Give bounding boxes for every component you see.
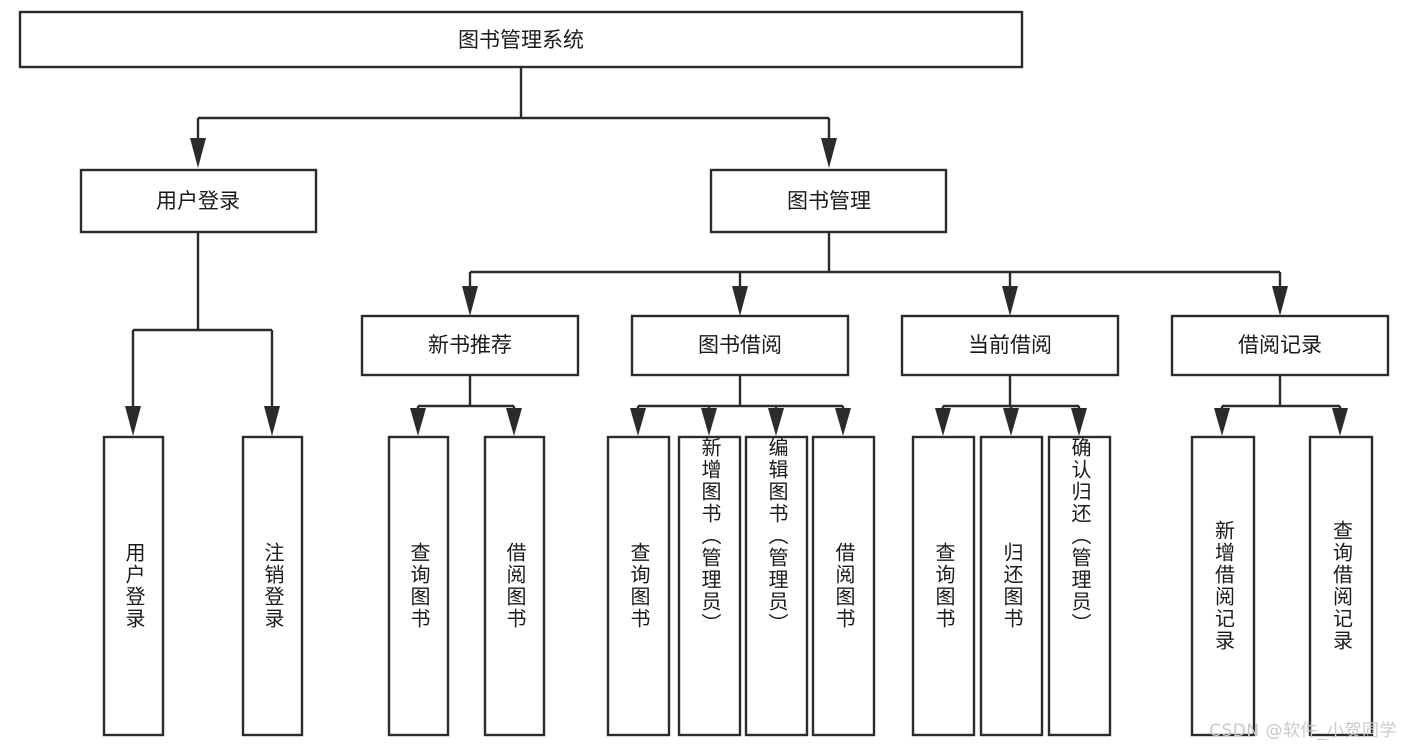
node-borrow-record[interactable]: 借阅记录 xyxy=(1170,314,1390,377)
node-user-login[interactable]: 用户登录 xyxy=(79,168,318,234)
leaf-box[interactable] xyxy=(911,435,976,737)
connector-current-borrow-to-leaves xyxy=(935,375,1087,436)
node-box xyxy=(900,314,1120,377)
node-box xyxy=(79,168,318,234)
leaf-box[interactable] xyxy=(1308,435,1374,737)
node-label: 图书管理 xyxy=(787,189,871,213)
arrow-icon xyxy=(935,408,951,436)
node-new-book-recommend[interactable]: 新书推荐 xyxy=(360,314,580,377)
arrow-icon xyxy=(835,408,851,436)
node-current-borrow[interactable]: 当前借阅 xyxy=(900,314,1120,377)
leaf-box[interactable] xyxy=(1047,435,1112,737)
node-label: 用户登录 xyxy=(156,189,240,213)
arrow-icon xyxy=(506,408,522,436)
node-book-borrow[interactable]: 图书借阅 xyxy=(630,314,850,377)
connector-book-borrow-to-leaves xyxy=(630,375,851,436)
arrow-icon xyxy=(1003,408,1019,436)
arrow-icon xyxy=(125,406,141,436)
leaf-box[interactable] xyxy=(241,435,304,737)
node-box xyxy=(1170,314,1390,377)
leaf-box[interactable] xyxy=(483,435,546,737)
arrow-icon xyxy=(1071,408,1087,436)
arrow-icon xyxy=(1002,286,1018,316)
connector-borrow-record-to-leaves xyxy=(1214,375,1348,436)
node-label: 借阅记录 xyxy=(1238,333,1322,357)
arrow-icon xyxy=(264,406,280,436)
leaf-box[interactable] xyxy=(677,435,742,737)
arrow-icon xyxy=(462,286,478,316)
watermark: CSDN @软件_小贺同学 xyxy=(1209,721,1397,741)
leaf-box[interactable] xyxy=(744,435,809,737)
node-book-manage[interactable]: 图书管理 xyxy=(709,168,948,234)
arrow-icon xyxy=(410,408,426,436)
node-root[interactable]: 图书管理系统 xyxy=(18,10,1024,69)
arrow-icon xyxy=(821,138,837,168)
leaf-boxes xyxy=(102,435,1374,737)
node-label: 当前借阅 xyxy=(968,333,1052,357)
arrow-icon xyxy=(768,408,784,436)
leaf-box[interactable] xyxy=(811,435,876,737)
arrow-icon xyxy=(701,408,717,436)
arrow-icon xyxy=(732,286,748,316)
node-box xyxy=(709,168,948,234)
connector-book-manage-to-level3 xyxy=(462,232,1288,316)
node-label: 图书借阅 xyxy=(698,333,782,357)
arrow-icon xyxy=(1214,408,1230,436)
arrow-icon xyxy=(1332,408,1348,436)
arrow-icon xyxy=(630,408,646,436)
connector-root-to-level2 xyxy=(190,67,837,168)
leaf-box[interactable] xyxy=(102,435,165,737)
node-box xyxy=(630,314,850,377)
arrow-icon xyxy=(190,138,206,168)
node-box xyxy=(360,314,580,377)
node-box xyxy=(18,10,1024,69)
leaf-box[interactable] xyxy=(979,435,1044,737)
node-label: 图书管理系统 xyxy=(458,28,584,52)
leaf-box[interactable] xyxy=(1190,435,1256,737)
arrow-icon xyxy=(1272,286,1288,316)
node-label: 新书推荐 xyxy=(428,333,512,357)
connector-new-book-to-leaves xyxy=(410,375,522,436)
leaf-box[interactable] xyxy=(387,435,450,737)
leaf-box[interactable] xyxy=(606,435,671,737)
connector-user-login-to-leaves xyxy=(125,232,280,436)
